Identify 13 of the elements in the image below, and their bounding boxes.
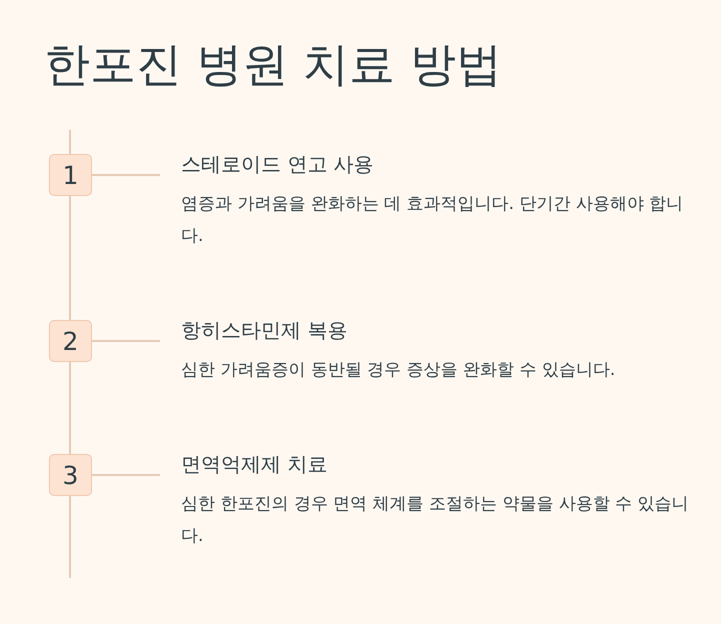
step-description: 심한 한포진의 경우 면역 체계를 조절하는 약물을 사용할 수 있습니다. (181, 493, 690, 548)
step-heading: 항히스타민제 복용 (181, 317, 348, 344)
step-description: 심한 가려움증이 동반될 경우 증상을 완화할 수 있습니다. (181, 359, 616, 382)
title: 한포진 병원 치료 방법 (44, 36, 502, 93)
connector-line (92, 474, 160, 476)
step-heading: 스테로이드 연고 사용 (181, 151, 375, 178)
step-number: 1 (49, 154, 92, 196)
connector-line (92, 340, 160, 342)
step-description: 염증과 가려움을 완화하는 데 효과적입니다. 단기간 사용해야 합니다. (181, 193, 684, 248)
connector-line (92, 174, 160, 176)
step-number: 3 (49, 454, 92, 496)
step-number: 2 (49, 320, 92, 362)
step-heading: 면역억제제 치료 (181, 451, 328, 478)
